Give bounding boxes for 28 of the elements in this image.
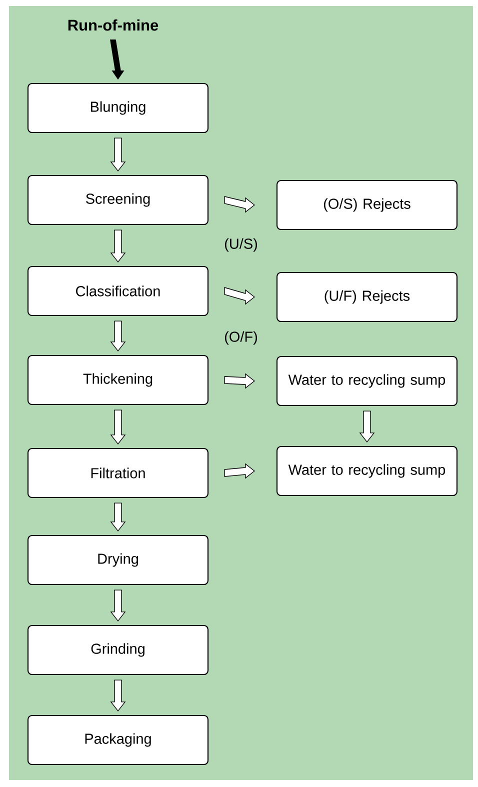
process-box: (U/F) Rejects <box>276 272 458 322</box>
arrow <box>110 230 126 263</box>
arrow <box>110 138 126 172</box>
flow-label: (U/S) <box>224 238 258 252</box>
arrow <box>110 680 126 712</box>
arrow <box>224 196 256 213</box>
process-box: Water to recycling sump <box>276 356 458 406</box>
process-box: Thickening <box>27 354 209 406</box>
arrow <box>110 410 126 445</box>
process-box: Classification <box>27 266 209 316</box>
process-box: (O/S) Rejects <box>276 180 458 230</box>
arrow <box>359 410 375 443</box>
arrow <box>110 40 124 80</box>
arrow <box>110 590 126 622</box>
arrow <box>224 373 256 389</box>
arrow <box>224 463 256 479</box>
arrow <box>224 287 256 305</box>
arrow <box>110 502 126 532</box>
process-box: Screening <box>27 174 209 226</box>
process-box: Filtration <box>27 448 209 498</box>
process-box: Drying <box>27 534 209 586</box>
process-box: Blunging <box>27 82 209 134</box>
process-box: Packaging <box>27 714 209 766</box>
flow-label: (O/F) <box>224 331 258 345</box>
process-box: Grinding <box>27 624 209 676</box>
arrow <box>110 320 126 352</box>
process-box: Water to recycling sump <box>276 446 458 496</box>
start-label: Run-of-mine <box>68 19 158 31</box>
